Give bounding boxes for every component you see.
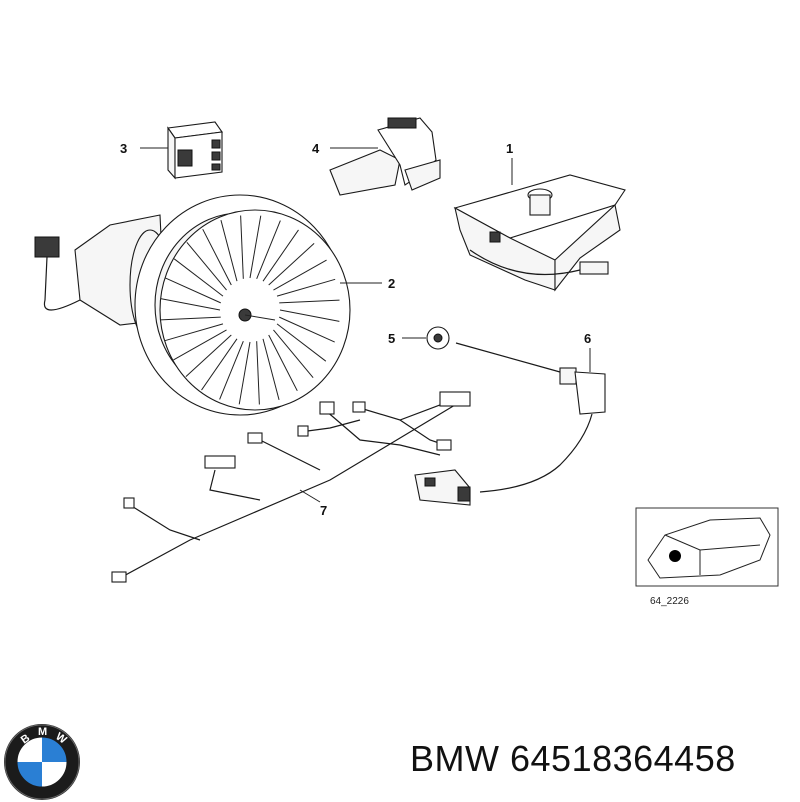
fan-blade	[279, 309, 340, 322]
fan-blade	[249, 215, 262, 279]
callout-4: 4	[312, 141, 320, 156]
fan-blade	[268, 242, 315, 286]
callout-1: 2	[388, 276, 395, 291]
fan-blade	[238, 341, 251, 405]
fan-blade	[219, 341, 244, 400]
bmw-logo: B M W	[4, 724, 80, 800]
fan-blade	[279, 316, 335, 343]
fan-blade	[273, 329, 314, 379]
callout-5: 5	[388, 331, 395, 346]
fan-blade	[268, 334, 298, 392]
fan-blade	[276, 323, 327, 362]
part-7-harness	[111, 391, 471, 583]
fan-blade	[273, 259, 327, 291]
location-inset	[635, 507, 779, 587]
fan-blade	[276, 278, 336, 297]
part-caption: BMW 64518364458	[410, 738, 736, 780]
fan-blade	[160, 316, 221, 321]
fan-blade	[279, 299, 340, 304]
part-number: 64518364458	[510, 738, 736, 779]
part-2-bracket	[453, 174, 626, 292]
fan-blades	[160, 215, 340, 405]
brand-name: BMW	[410, 738, 500, 779]
part-1-blower	[34, 194, 351, 416]
fan-blade	[173, 258, 224, 297]
fan-blade	[165, 277, 221, 304]
fan-blade	[185, 334, 232, 378]
fan-blade	[202, 228, 232, 286]
part-6-sensor	[414, 342, 606, 506]
fan-blade	[220, 219, 238, 282]
fan-blade	[262, 338, 280, 401]
fan-blade	[240, 215, 244, 279]
svg-text:M: M	[38, 726, 47, 738]
reference-code: 64_2226	[650, 596, 689, 607]
part-3-relay	[167, 121, 223, 180]
fan-blade	[173, 329, 227, 361]
fan-blade	[256, 341, 260, 405]
leader-7	[299, 489, 321, 503]
part-4-switch	[329, 117, 441, 196]
fan-blade	[201, 338, 238, 391]
fan-blade	[262, 229, 299, 282]
callout-3: 3	[120, 141, 127, 156]
callout-7: 7	[320, 503, 327, 518]
fan-blade	[186, 241, 227, 291]
callout-2: 1	[506, 141, 513, 156]
fan-blade	[256, 220, 281, 279]
fan-blade	[160, 298, 221, 311]
callout-6: 6	[584, 331, 591, 346]
fan-blade	[164, 323, 224, 342]
part-5-grommet	[426, 326, 450, 350]
